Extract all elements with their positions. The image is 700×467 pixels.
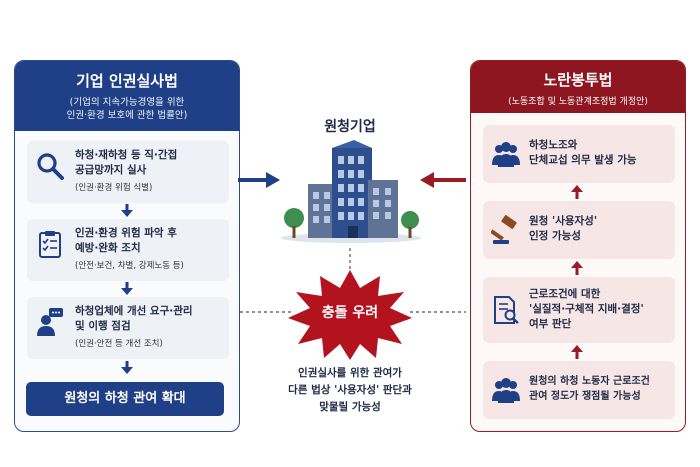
clipboard-checklist-icon [39,231,61,258]
magnifier-icon [37,153,64,180]
conflict-label: 충돌 우려 [321,305,379,321]
right-step-2-line-1: 원청 '사용자성' [529,215,598,227]
right-step-2-text: 원청 '사용자성' 인정 가능성 [529,214,671,244]
left-pointing-arrow-icon [420,172,466,188]
left-result-banner: 원청의 하청 관여 확대 [26,382,224,416]
conflict-connector-lines [240,248,466,313]
left-panel-corporate-due-diligence: 기업 인권실사법 (기업의 지속가능경영을 위한 인권·환경 보호에 관한 법률… [14,60,240,432]
left-step-1-line-2: 공급망까지 실사 [75,164,147,176]
center-description: 인권실사를 위한 관여가 다른 법상 '사용자성' 판단과 맞물릴 가능성 [272,365,428,416]
left-step-2: 인권·환경 위험 파악 후 예방·완화 조치 (안전·보건, 차별, 강제노동 … [27,219,229,281]
down-arrow-icon [121,361,133,374]
down-arrow-icon [121,282,133,295]
left-subtitle-line-2: 인권·환경 보호에 관한 법률안) [66,110,188,121]
left-step-1: 하청·재하청 등 직·간접 공급망까지 실사 (인권·환경 위험 식별) [27,141,229,203]
right-panel-title: 노란봉투법 [543,71,613,89]
up-arrow-icon [571,261,583,275]
right-step-4: 원청의 하청 노동자 근로조건 관여 정도가 쟁점될 가능성 [483,361,675,419]
right-panel-subtitle: (노동조합 및 노동관계조정법 개정안) [508,97,648,107]
right-step-4-text: 원청의 하청 노동자 근로조건 관여 정도가 쟁점될 가능성 [529,374,671,404]
right-pointing-arrow-icon [238,172,280,188]
left-step-3-line-1: 하청업체에 개선 요구·관리 [75,305,193,317]
left-step-3: 하청업체에 개선 요구·관리 및 이행 점검 (인권·안전 등 개선 조치) [27,297,229,359]
right-step-4-line-1: 원청의 하청 노동자 근로조건 [529,376,650,387]
people-group-icon [492,378,520,403]
right-panel-yellow-envelope-act: 노란봉투법 (노동조합 및 노동관계조정법 개정안) 하청노조와 단체교섭 의무… [470,60,686,432]
people-group-icon [492,142,520,167]
left-step-2-note: (안전·보건, 차별, 강제노동 등) [75,261,184,271]
left-step-2-text: 인권·환경 위험 파악 후 예방·완화 조치 (안전·보건, 차별, 강제노동 … [75,226,225,274]
right-step-3-line-2: '실질적·구체적 지배·결정' [529,303,644,315]
left-panel-header: 기업 인권실사법 (기업의 지속가능경영을 위한 인권·환경 보호에 관한 법률… [15,61,239,131]
left-step-1-text: 하청·재하청 등 직·간접 공급망까지 실사 (인권·환경 위험 식별) [75,148,225,196]
up-arrow-icon [571,345,583,359]
center-description-line-3: 맞물릴 가능성 [319,401,381,413]
left-subtitle-line-1: (기업의 지속가능경영을 위한 [69,97,185,108]
center-title-prime-contractor: 원청기업 [324,119,376,135]
right-step-1-line-1: 하청노조와 [529,139,578,151]
right-step-3-line-1: 근로조건에 대한 [529,288,601,300]
left-step-3-text: 하청업체에 개선 요구·관리 및 이행 점검 (인권·안전 등 개선 조치) [75,304,225,352]
left-step-3-note: (인권·안전 등 개선 조치) [75,339,163,349]
right-step-3: 근로조건에 대한 '실질적·구체적 지배·결정' 여부 판단 [483,277,675,343]
right-step-3-text: 근로조건에 대한 '실질적·구체적 지배·결정' 여부 판단 [529,287,671,332]
right-step-1-line-2: 단체교섭 의무 발생 가능 [529,154,637,166]
gavel-icon [491,215,517,244]
left-panel-subtitle: (기업의 지속가능경영을 위한 인권·환경 보호에 관한 법률안) [15,96,239,122]
down-arrow-icon [121,204,133,217]
left-step-1-line-1: 하청·재하청 등 직·간접 [75,149,178,161]
conflict-burst-icon [288,270,412,360]
up-arrow-icon [571,185,583,199]
office-buildings-icon [281,140,421,243]
right-step-1-text: 하청노조와 단체교섭 의무 발생 가능 [529,138,671,168]
person-speech-icon [37,308,63,336]
left-step-3-line-2: 및 이행 점검 [75,320,131,332]
center-description-line-2: 다른 법상 '사용자성' 판단과 [288,384,412,396]
right-step-2-line-2: 인정 가능성 [529,230,581,242]
left-panel-title: 기업 인권실사법 [76,72,178,90]
left-step-1-note: (인권·환경 위험 식별) [75,183,153,193]
right-step-1: 하청노조와 단체교섭 의무 발생 가능 [483,125,675,183]
left-step-2-line-2: 예방·완화 조치 [75,242,141,254]
center-description-line-1: 인권실사를 위한 관여가 [298,367,402,379]
right-step-2: 원청 '사용자성' 인정 가능성 [483,201,675,259]
right-step-3-line-3: 여부 판단 [529,318,572,330]
right-panel-header: 노란봉투법 (노동조합 및 노동관계조정법 개정안) [471,61,685,113]
left-step-2-line-1: 인권·환경 위험 파악 후 [75,227,177,239]
document-search-icon [494,296,519,324]
right-step-4-line-2: 관여 정도가 쟁점될 가능성 [529,391,641,402]
